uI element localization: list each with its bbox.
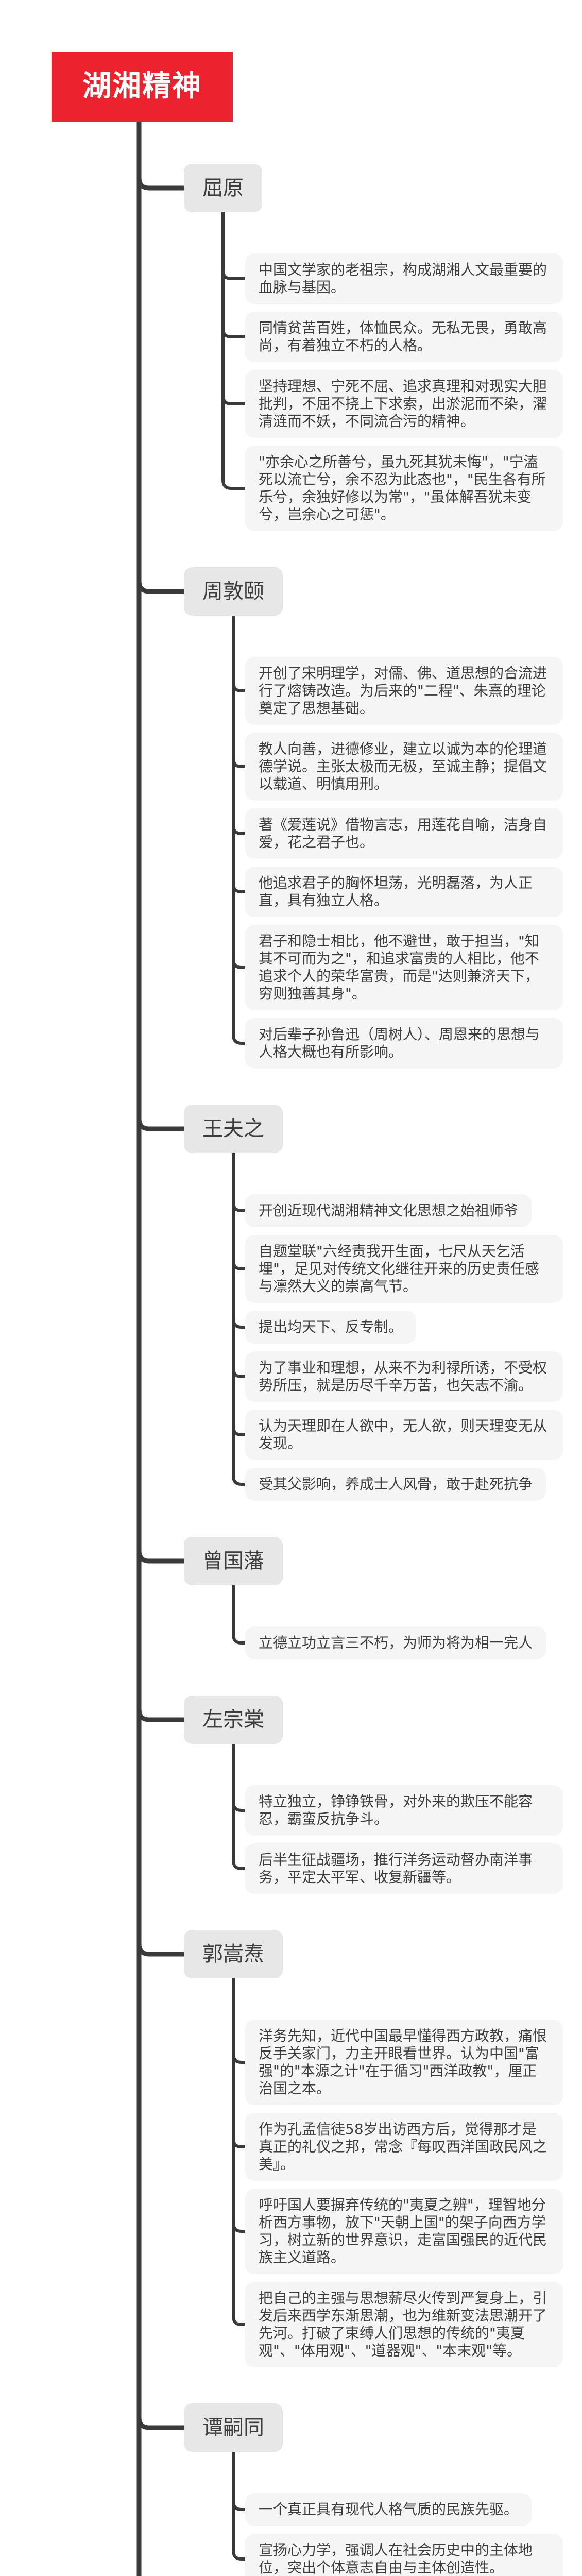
detail-node[interactable]: 开创近现代湖湘精神文化思想之始祖师爷 <box>245 1194 532 1227</box>
branch-node[interactable]: 屈原 <box>184 164 262 212</box>
detail-node[interactable]: 君子和隐士相比，他不避世，敢于担当，"知其不可而为之"，和追求富贵的人相比，他不… <box>245 925 563 1010</box>
detail-node[interactable]: 开创了宋明理学，对儒、佛、道思想的合流进行了熔铸改造。为后来的"二程"、朱熹的理… <box>245 657 563 725</box>
detail-node[interactable]: 中国文学家的老祖宗，构成湖湘人文最重要的血脉与基因。 <box>245 253 563 304</box>
detail-node[interactable]: 提出均天下、反专制。 <box>245 1311 417 1344</box>
detail-node[interactable]: 著《爱莲说》借物言志，用莲花自喻，洁身自爱，花之君子也。 <box>245 808 563 859</box>
detail-node[interactable]: 后半生征战疆场，推行洋务运动督办南洋事务，平定太平军、收复新疆等。 <box>245 1843 563 1894</box>
detail-node[interactable]: 特立独立，铮铮铁骨，对外来的欺压不能容忍，霸蛮反抗争斗。 <box>245 1785 563 1836</box>
detail-node[interactable]: 立德立功立言三不朽，为师为将为相一完人 <box>245 1626 546 1659</box>
detail-node[interactable]: 对后辈子孙鲁迅（周树人）、周恩来的思想与人格大概也有所影响。 <box>245 1018 563 1069</box>
detail-node[interactable]: 受其父影响，养成士人风骨，敢于赴死抗争 <box>245 1468 546 1501</box>
branch-node[interactable]: 曾国藩 <box>184 1537 283 1585</box>
detail-node[interactable]: 为了事业和理想，从来不为利禄所诱，不受权势所压，就是历尽千辛万苦，也矢志不渝。 <box>245 1351 563 1402</box>
root-topic-node[interactable]: 湖湘精神 <box>52 52 233 122</box>
detail-node[interactable]: 认为天理即在人欲中，无人欲，则天理变无从发现。 <box>245 1410 563 1460</box>
detail-node[interactable]: 宣扬心力学，强调人在社会历史中的主体地位，突出个体意志自由与主体创造性。 <box>245 2534 563 2576</box>
detail-node[interactable]: 他追求君子的胸怀坦荡，光明磊落，为人正直，具有独立人格。 <box>245 867 563 917</box>
detail-node[interactable]: 教人向善，进德修业，建立以诚为本的伦理道德学说。主张太极而无极，至诚主静；提倡文… <box>245 733 563 801</box>
detail-node[interactable]: 自题堂联"六经责我开生面，七尺从天乞活埋"，足见对传统文化继往开来的历史责任感与… <box>245 1235 563 1303</box>
branch-node[interactable]: 王夫之 <box>184 1105 283 1153</box>
branch-node[interactable]: 周敦颐 <box>184 567 283 616</box>
detail-node[interactable]: "亦余心之所善兮，虽九死其犹未悔"，"宁溘死以流亡兮，余不忍为此态也"，"民生各… <box>245 446 563 531</box>
detail-node[interactable]: 把自己的主强与思想薪尽火传到严复身上，引发后来西学东渐思潮，也为维新变法思潮开了… <box>245 2282 563 2367</box>
detail-node[interactable]: 同情贫苦百姓，体恤民众。无私无畏，勇敢高尚，有着独立不朽的人格。 <box>245 312 563 362</box>
branch-node[interactable]: 左宗棠 <box>184 1696 283 1744</box>
branch-node[interactable]: 郭嵩焘 <box>184 1930 283 1978</box>
detail-node[interactable]: 作为孔孟信徒58岁出访西方后，觉得那才是真正的礼仪之邦，常念『每叹西洋国政民风之… <box>245 2113 563 2181</box>
detail-node[interactable]: 一个真正具有现代人格气质的民族先驱。 <box>245 2493 532 2526</box>
branch-node[interactable]: 谭嗣同 <box>184 2403 283 2452</box>
detail-node[interactable]: 呼吁国人要摒弃传统的"夷夏之辨"，理智地分析西方事物，放下"天朝上国"的架子向西… <box>245 2189 563 2274</box>
detail-node[interactable]: 坚持理想、宁死不屈、追求真理和对现实大胆批判，不屈不挠上下求索，出淤泥而不染，濯… <box>245 370 563 438</box>
detail-node[interactable]: 洋务先知，近代中国最早懂得西方政教，痛恨反手关家门，力主开眼看世界。认为中国"富… <box>245 2020 563 2105</box>
